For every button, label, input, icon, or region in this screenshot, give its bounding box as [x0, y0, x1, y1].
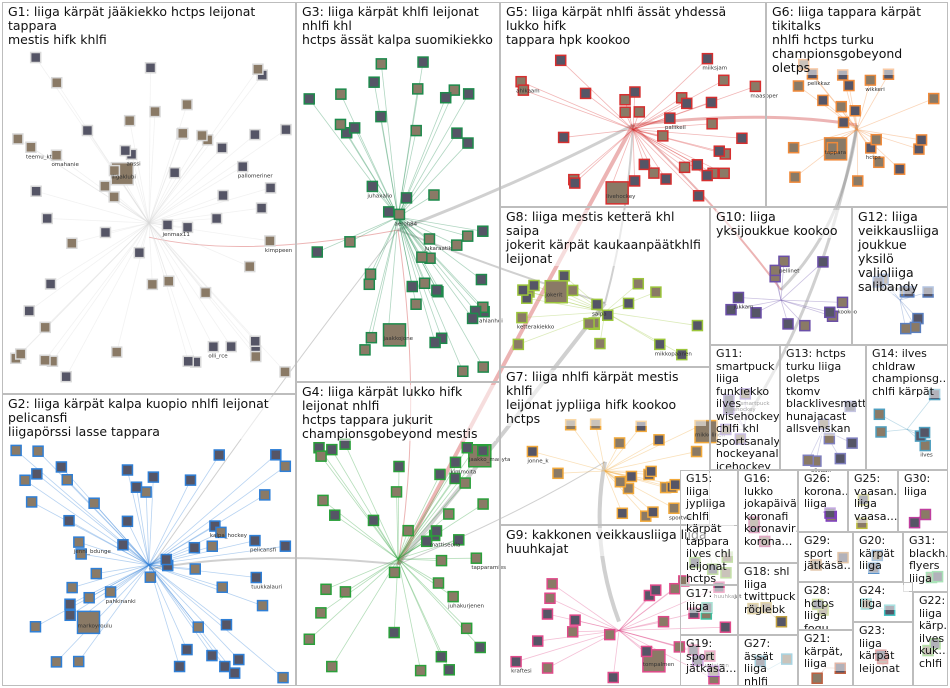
group-box-g5[interactable]: G5: liiga kärpät nhlfi ässät yhdessä luk… [500, 2, 766, 207]
group-label-g26: G26: korona… liiga [804, 473, 844, 511]
group-label-g17: G17: liiga [686, 588, 734, 613]
group-label-g12: G12: liiga veikkausliiga joukkue yksilö … [858, 210, 944, 294]
group-box-g11[interactable]: G11: smartpuck liiga funkiekko ilves wis… [710, 345, 780, 470]
group-label-g13: G13: hctps turku liiga oletps tkomv blac… [786, 348, 862, 436]
group-box-g25[interactable]: G25: vaasan… liiga vaasa… [848, 470, 898, 532]
group-label-g4: G4: liiga kärpät lukko hifk leijonat nhl… [302, 385, 496, 441]
group-label-g7: G7: liiga nhlfi kärpät mestis khlfi leij… [506, 370, 706, 426]
group-label-g24: G24: liiga [859, 585, 909, 610]
group-box-g13[interactable]: G13: hctps turku liiga oletps tkomv blac… [780, 345, 866, 470]
group-box-g17[interactable]: G17: liiga [680, 585, 738, 635]
group-label-g8: G8: liiga mestis ketterä khl saipa joker… [506, 210, 706, 266]
group-box-g6[interactable]: G6: liiga tappara kärpät tikitalks nhlfi… [766, 2, 948, 207]
group-box-g30[interactable]: G30: liiga [898, 470, 948, 532]
group-box-g19[interactable]: G19: sport jätkäsä… [680, 635, 738, 686]
group-label-g1: G1: liiga kärpät jääkiekko hctps leijona… [8, 5, 292, 47]
group-label-g29: G29: sport jätkäsä… [804, 535, 849, 573]
group-label-g5: G5: liiga kärpät nhlfi ässät yhdessä luk… [506, 5, 762, 47]
group-label-g25: G25: vaasan… liiga vaasa… [854, 473, 894, 523]
group-box-g14[interactable]: G14: ilves chldraw championsg… chlfi kär… [866, 345, 948, 470]
group-box-g3[interactable]: G3: liiga kärpät khlfi leijonat nhlfi kh… [296, 2, 500, 382]
group-box-g29[interactable]: G29: sport jätkäsä… [798, 532, 853, 582]
group-label-g30: G30: liiga [904, 473, 944, 498]
group-box-g20[interactable]: G20: kärpät liiga [853, 532, 903, 582]
group-label-g28: G28: hctps liiga fogu [804, 585, 849, 630]
group-label-g18: G18: shl liiga twittpuck röglebk [744, 566, 794, 616]
group-label-g23: G23: liiga kärpät leijonat [859, 625, 909, 675]
group-label-g19: G19: sport jätkäsä… [686, 638, 734, 676]
group-label-g27: G27: ässät liiga nhlfi [744, 638, 794, 686]
group-label-g31: G31: blackh… flyers liiga [909, 535, 944, 585]
group-box-g28[interactable]: G28: hctps liiga fogu [798, 582, 853, 630]
group-label-g2: G2: liiga kärpät kalpa kuopio nhlfi leij… [8, 397, 292, 439]
group-box-g15[interactable]: G15: liiga jypliiga chlfi kärpät tappara… [680, 470, 738, 585]
group-label-g20: G20: kärpät liiga [859, 535, 899, 573]
group-box-g26[interactable]: G26: korona… liiga [798, 470, 848, 532]
group-box-g18[interactable]: G18: shl liiga twittpuck röglebk [738, 563, 798, 635]
group-label-g6: G6: liiga tappara kärpät tikitalks nhlfi… [772, 5, 944, 75]
group-label-g16: G16: lukko jokapäivä koronafi koronavir…… [744, 473, 794, 548]
group-box-g12[interactable]: G12: liiga veikkausliiga joukkue yksilö … [852, 207, 948, 345]
group-label-g10: G10: liiga yksijoukkue kookoo [716, 210, 848, 238]
group-box-g16[interactable]: G16: lukko jokapäivä koronafi koronavir…… [738, 470, 798, 563]
group-label-g11: G11: smartpuck liiga funkiekko ilves wis… [716, 348, 776, 470]
group-box-g27[interactable]: G27: ässät liiga nhlfi [738, 635, 798, 686]
group-label-g22: G22: liiga kärp… ilves kuk… chlfi [919, 595, 944, 670]
group-box-g1[interactable]: G1: liiga kärpät jääkiekko hctps leijona… [2, 2, 296, 394]
group-label-g21: G21: kärpät, liiga [804, 633, 849, 671]
group-box-g21[interactable]: G21: kärpät, liiga [798, 630, 853, 686]
group-box-g8[interactable]: G8: liiga mestis ketterä khl saipa joker… [500, 207, 710, 367]
group-label-g14: G14: ilves chldraw championsg… chlfi kär… [872, 348, 944, 398]
group-box-g4[interactable]: G4: liiga kärpät lukko hifk leijonat nhl… [296, 382, 500, 686]
group-box-g24[interactable]: G24: liiga [853, 582, 913, 622]
group-box-g22[interactable]: G22: liiga kärp… ilves kuk… chlfi [913, 592, 948, 686]
group-label-g3: G3: liiga kärpät khlfi leijonat nhlfi kh… [302, 5, 496, 47]
group-box-g2[interactable]: G2: liiga kärpät kalpa kuopio nhlfi leij… [2, 394, 296, 686]
group-label-g15: G15: liiga jypliiga chlfi kärpät tappara… [686, 473, 734, 585]
group-box-g7[interactable]: G7: liiga nhlfi kärpät mestis khlfi leij… [500, 367, 710, 525]
group-box-g10[interactable]: G10: liiga yksijoukkue kookoo [710, 207, 852, 345]
group-box-g23[interactable]: G23: liiga kärpät leijonat [853, 622, 913, 686]
